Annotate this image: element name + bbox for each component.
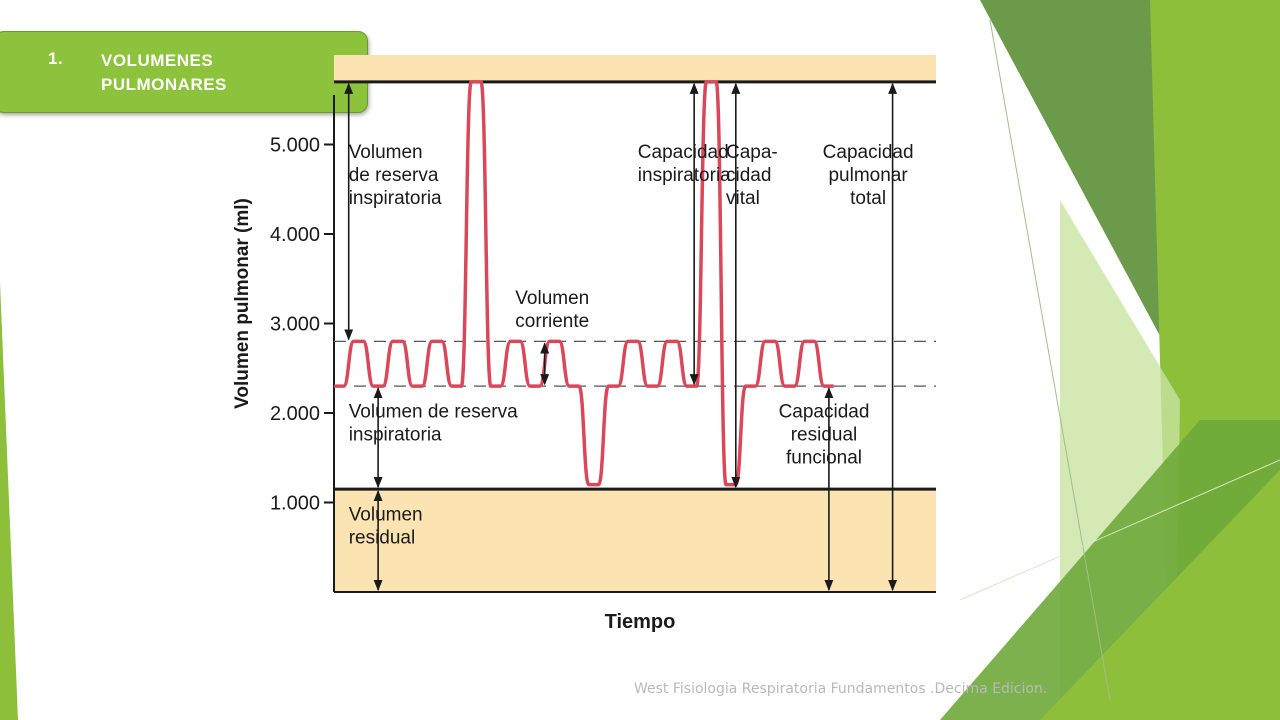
y-tick-label: 5.000 [270,135,320,157]
y-axis-label: Volumen pulmonar (ml) [232,198,253,409]
y-tick-label: 1.000 [270,493,320,515]
y-tick-label: 2.000 [270,403,320,425]
deco-thin-line [989,19,1111,701]
total-capacity-band [334,55,936,82]
source-citation: West Fisiologia Respiratoria Fundamentos… [634,681,1048,697]
deco-thin-line-2 [959,459,1280,601]
volume-trace [334,80,834,487]
residual-volume-band [334,489,936,592]
x-axis-label: Tiempo [605,611,676,633]
slide-title: VOLUMENES PULMONARES [101,51,227,94]
deco-bottom-mid-panel [1040,470,1280,720]
y-tick-label: 3.000 [270,314,320,336]
slide-title-box: 1. VOLUMENES PULMONARES [0,31,368,113]
slide-title-number: 1. [48,49,64,68]
y-tick-label: 4.000 [270,224,320,246]
deco-left-stripe [0,282,18,720]
